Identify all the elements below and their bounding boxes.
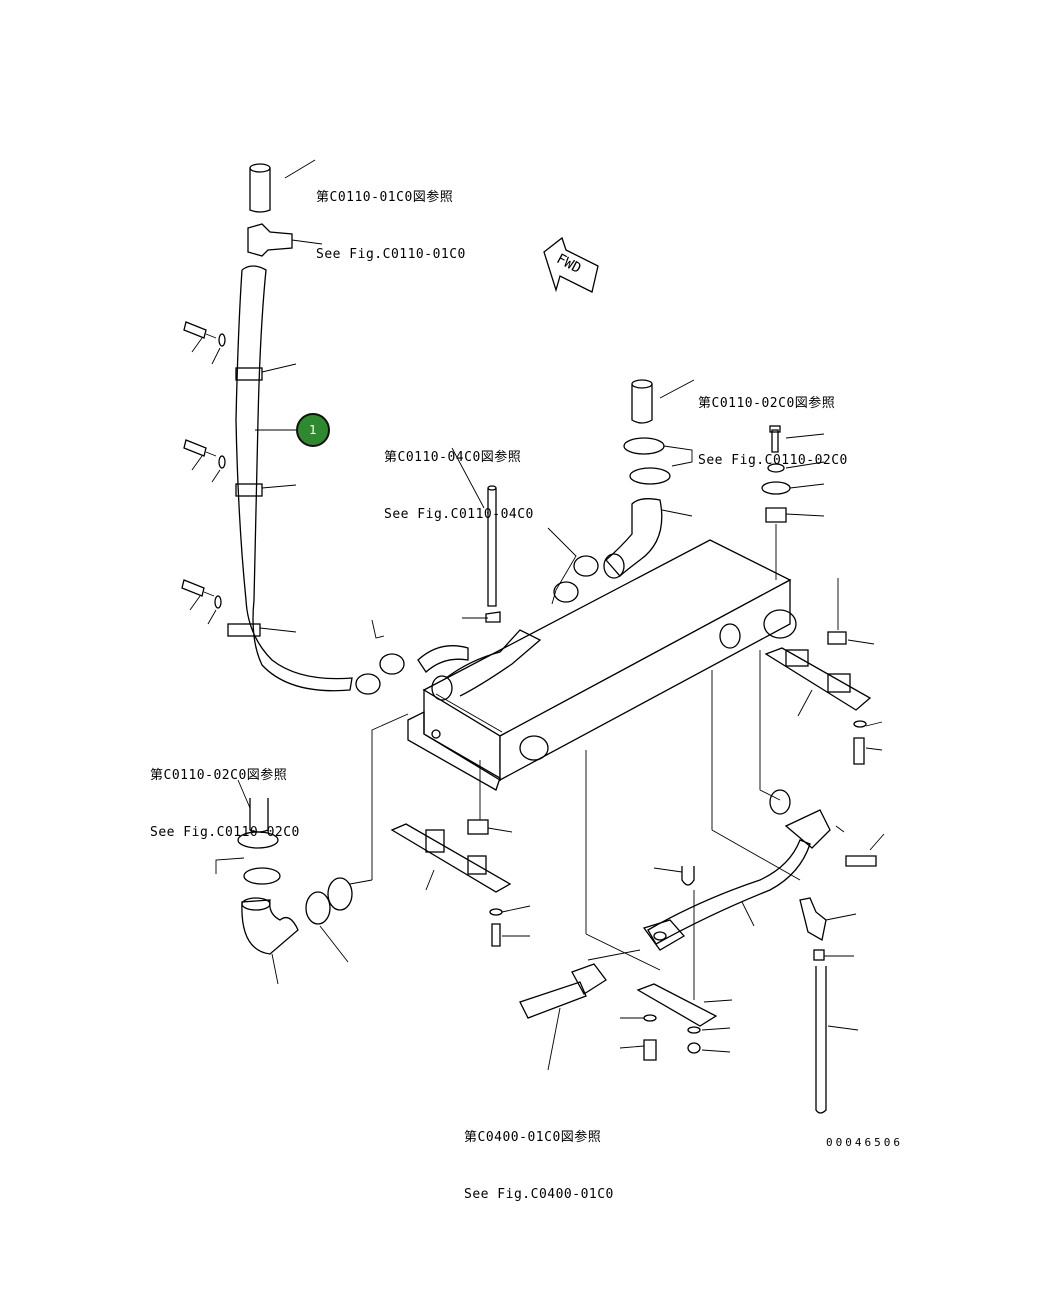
top-hose-stub <box>249 159 316 213</box>
reference-bottom-pipe-jp: 第C0400-01C0図参照 <box>464 1130 602 1145</box>
right-bracket <box>764 578 883 765</box>
reference-center-pipe-en: See Fig.C0110-04C0 <box>384 507 534 522</box>
bottom-bracket-plate <box>619 983 733 1061</box>
bottom-center-bracket <box>390 760 531 947</box>
drain-pipe <box>799 897 859 1114</box>
left-hose-stub <box>215 713 409 985</box>
fwd-arrow <box>543 236 599 293</box>
top-right-mount-stack <box>761 425 825 580</box>
reference-center-pipe-jp: 第C0110-04C0図参照 <box>384 450 522 465</box>
reference-right-hose: 第C0110-02C0図参照 See Fig.C0110-02C0 <box>698 356 848 508</box>
bottom-left-pipe <box>519 750 661 1071</box>
right-clamps-elbow <box>547 437 693 605</box>
reference-right-hose-en: See Fig.C0110-02C0 <box>698 453 848 468</box>
reference-left-hose-jp: 第C0110-02C0図参照 <box>150 768 288 783</box>
reference-top-hose: 第C0110-01C0図参照 See Fig.C0110-01C0 <box>316 150 466 302</box>
reference-center-pipe: 第C0110-04C0図参照 See Fig.C0110-04C0 <box>384 410 534 562</box>
reference-bottom-pipe: 第C0400-01C0図参照 See Fig.C0400-01C0 <box>464 1090 614 1242</box>
top-fitting <box>247 223 323 257</box>
reference-top-hose-jp: 第C0110-01C0図参照 <box>316 190 454 205</box>
long-hose <box>227 265 353 692</box>
reference-left-hose: 第C0110-02C0図参照 See Fig.C0110-02C0 <box>150 728 300 880</box>
reference-left-hose-en: See Fig.C0110-02C0 <box>150 825 300 840</box>
u-bolt <box>653 866 695 1000</box>
center-pipe <box>451 447 501 705</box>
left-bolts <box>181 321 226 625</box>
reference-top-hose-en: See Fig.C0110-01C0 <box>316 247 466 262</box>
right-hose-stub <box>631 379 695 424</box>
reference-right-hose-jp: 第C0110-02C0図参照 <box>698 396 836 411</box>
diagram-id: 00046506 <box>826 1136 903 1149</box>
callout-part-1[interactable]: 1 <box>296 413 330 447</box>
cooler-body <box>407 539 797 791</box>
lower-right-pipe <box>642 650 885 951</box>
reference-bottom-pipe-en: See Fig.C0400-01C0 <box>464 1187 614 1202</box>
left-clamp-pair <box>355 619 405 695</box>
